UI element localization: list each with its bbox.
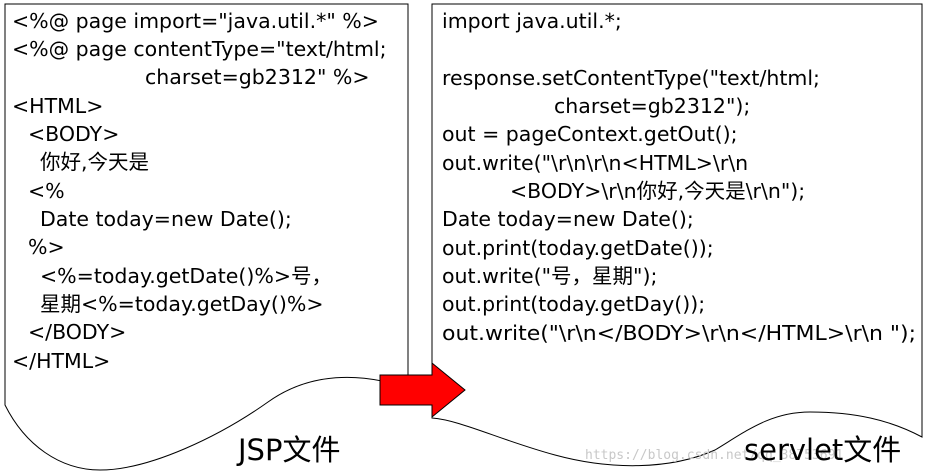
watermark-text: https://blog.csdn.net/qq_38753691 — [585, 448, 843, 463]
jsp-line: %> — [28, 235, 65, 259]
servlet-line: out = pageContext.getOut(); — [442, 122, 738, 146]
servlet-line: response.setContentType("text/html; — [442, 66, 820, 90]
servlet-line: Date today=new Date(); — [442, 207, 694, 231]
jsp-document-shape — [4, 3, 409, 471]
servlet-line: import java.util.*; — [442, 9, 622, 33]
jsp-line: <% — [28, 179, 65, 203]
jsp-line: 你好,今天是 — [40, 150, 149, 174]
servlet-line: out.print(today.getDate()); — [442, 236, 714, 260]
jsp-line: <HTML> — [12, 94, 103, 118]
servlet-caption: servlet文件 — [744, 433, 901, 467]
conversion-arrow — [379, 361, 466, 419]
jsp-line: <%=today.getDate()%>号， — [40, 264, 332, 288]
jsp-line: <BODY> — [28, 122, 119, 146]
servlet-code-block: import java.util.*; response.setContentT… — [442, 9, 916, 345]
jsp-line: <%@ page contentType="text/html; — [12, 37, 387, 61]
jsp-line: 星期<%=today.getDay()%> — [40, 292, 324, 316]
servlet-line: charset=gb2312"); — [554, 94, 750, 118]
servlet-document-shape — [431, 3, 923, 467]
jsp-line: <%@ page import="java.util.*" %> — [12, 9, 379, 33]
jsp-line: charset=gb2312" %> — [145, 65, 370, 89]
jsp-line: </HTML> — [12, 349, 110, 373]
servlet-line: out.print(today.getDay()); — [442, 292, 705, 316]
jsp-line: Date today=new Date(); — [40, 207, 292, 231]
servlet-line: out.write("\r\n</BODY>\r\n</HTML>\r\n ")… — [442, 321, 916, 345]
servlet-line: <BODY>\r\n你好,今天是\r\n"); — [510, 179, 805, 203]
jsp-line: </BODY> — [28, 320, 126, 344]
jsp-code-block: <%@ page import="java.util.*" %> <%@ pag… — [12, 9, 387, 373]
servlet-line: out.write("号，星期"); — [442, 264, 657, 288]
jsp-caption: JSP文件 — [236, 433, 340, 467]
servlet-line: out.write("\r\n\r\n<HTML>\r\n — [442, 151, 748, 175]
